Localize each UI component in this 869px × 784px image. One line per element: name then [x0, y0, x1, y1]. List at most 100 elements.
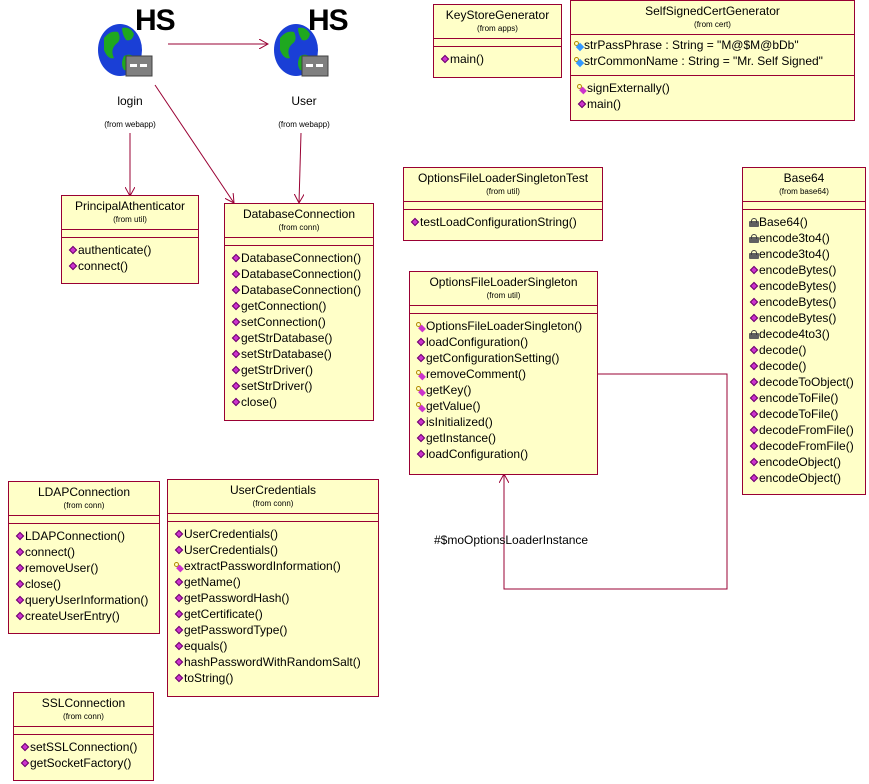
- public-method-icon: [20, 759, 29, 768]
- operation-row[interactable]: encodeObject(): [749, 470, 865, 486]
- class-attributes: strPassPhrase : String = "M@$M@bDb"strCo…: [571, 35, 854, 76]
- class-principalathenticator[interactable]: PrincipalAthenticator(from util)authenti…: [61, 195, 199, 284]
- login-to-dbconn-arrow: [154, 84, 234, 203]
- operation-row[interactable]: removeComment(): [416, 366, 597, 382]
- operation-row[interactable]: loadConfiguration(): [416, 334, 597, 350]
- operation-row[interactable]: decode(): [749, 342, 865, 358]
- operation-row[interactable]: connect(): [68, 258, 198, 274]
- operation-row[interactable]: close(): [231, 394, 373, 410]
- public-method-icon: [749, 266, 758, 275]
- operation-label: LDAPConnection(): [25, 529, 126, 543]
- operation-row[interactable]: setSSLConnection(): [20, 739, 153, 755]
- attribute-row[interactable]: strCommonName : String = "Mr. Self Signe…: [574, 53, 854, 69]
- operation-row[interactable]: getPasswordHash(): [174, 590, 378, 606]
- operation-label: decodeToFile(): [759, 407, 839, 421]
- operation-row[interactable]: encodeToFile(): [749, 390, 865, 406]
- operation-row[interactable]: UserCredentials(): [174, 526, 378, 542]
- operation-row[interactable]: connect(): [15, 544, 159, 560]
- actor-user[interactable]: HS User (from webapp): [200, 0, 400, 140]
- operation-row[interactable]: encodeBytes(): [749, 310, 865, 326]
- operation-row[interactable]: toString(): [174, 670, 378, 686]
- operation-row[interactable]: OptionsFileLoaderSingleton(): [416, 318, 597, 334]
- operation-row[interactable]: signExternally(): [577, 80, 854, 96]
- operation-row[interactable]: Base64(): [749, 214, 865, 230]
- class-keystoregenerator[interactable]: KeyStoreGenerator(from apps)main(): [433, 4, 562, 78]
- operation-row[interactable]: setStrDatabase(): [231, 346, 373, 362]
- operation-row[interactable]: authenticate(): [68, 242, 198, 258]
- operation-row[interactable]: decode4to3(): [749, 326, 865, 342]
- protected-method-icon: [416, 402, 425, 411]
- operation-row[interactable]: getName(): [174, 574, 378, 590]
- class-package: (from cert): [694, 20, 731, 29]
- operation-row[interactable]: getInstance(): [416, 430, 597, 446]
- public-method-icon: [231, 350, 240, 359]
- operation-row[interactable]: main(): [440, 51, 561, 67]
- class-databaseconnection[interactable]: DatabaseConnection(from conn)DatabaseCon…: [224, 203, 374, 421]
- class-selfsignedcertgenerator[interactable]: SelfSignedCertGenerator (from cert) strPas…: [570, 0, 855, 121]
- operation-row[interactable]: getPasswordType(): [174, 622, 378, 638]
- operation-row[interactable]: encodeBytes(): [749, 278, 865, 294]
- operation-row[interactable]: getStrDatabase(): [231, 330, 373, 346]
- operation-label: OptionsFileLoaderSingleton(): [426, 319, 583, 333]
- operation-row[interactable]: main(): [577, 96, 854, 112]
- class-attributes: [9, 516, 159, 524]
- class-operations: DatabaseConnection()DatabaseConnection()…: [225, 246, 373, 410]
- operation-row[interactable]: equals(): [174, 638, 378, 654]
- operation-row[interactable]: DatabaseConnection(): [231, 266, 373, 282]
- operation-row[interactable]: isInitialized(): [416, 414, 597, 430]
- operation-label: getKey(): [426, 383, 472, 397]
- operation-row[interactable]: decodeToFile(): [749, 406, 865, 422]
- operation-row[interactable]: encodeObject(): [749, 454, 865, 470]
- operation-row[interactable]: loadConfiguration(): [416, 446, 597, 462]
- class-usercredentials[interactable]: UserCredentials(from conn)UserCredential…: [167, 479, 379, 697]
- operation-row[interactable]: getStrDriver(): [231, 362, 373, 378]
- public-method-icon: [15, 596, 24, 605]
- class-optionsfileloadersingleton[interactable]: OptionsFileLoaderSingleton(from util)Opt…: [409, 271, 598, 475]
- public-method-icon: [174, 674, 183, 683]
- operation-row[interactable]: getConnection(): [231, 298, 373, 314]
- operation-row[interactable]: decodeFromFile(): [749, 422, 865, 438]
- class-base64[interactable]: Base64(from base64)Base64()encode3to4()e…: [742, 167, 866, 495]
- operation-row[interactable]: setStrDriver(): [231, 378, 373, 394]
- operation-row[interactable]: removeUser(): [15, 560, 159, 576]
- actor-label: User: [291, 94, 317, 108]
- operation-row[interactable]: DatabaseConnection(): [231, 250, 373, 266]
- operation-row[interactable]: decodeFromFile(): [749, 438, 865, 454]
- operation-label: queryUserInformation(): [25, 593, 149, 607]
- operation-row[interactable]: setConnection(): [231, 314, 373, 330]
- operation-row[interactable]: close(): [15, 576, 159, 592]
- operation-row[interactable]: decode(): [749, 358, 865, 374]
- public-method-icon: [231, 398, 240, 407]
- attribute-row[interactable]: strPassPhrase : String = "M@$M@bDb": [574, 37, 854, 53]
- operation-row[interactable]: getKey(): [416, 382, 597, 398]
- operation-row[interactable]: testLoadConfigurationString(): [410, 214, 602, 230]
- public-method-icon: [231, 302, 240, 311]
- operation-row[interactable]: createUserEntry(): [15, 608, 159, 624]
- operation-row[interactable]: getConfigurationSetting(): [416, 350, 597, 366]
- class-ldapconnection[interactable]: LDAPConnection(from conn)LDAPConnection(…: [8, 481, 160, 634]
- operation-row[interactable]: encodeBytes(): [749, 262, 865, 278]
- hs-badge: HS: [308, 4, 349, 37]
- operation-row[interactable]: LDAPConnection(): [15, 528, 159, 544]
- class-operations: LDAPConnection()connect()removeUser()clo…: [9, 524, 159, 624]
- public-method-icon: [174, 594, 183, 603]
- operation-row[interactable]: getCertificate(): [174, 606, 378, 622]
- operation-row[interactable]: encode3to4(): [749, 230, 865, 246]
- operation-row[interactable]: decodeToObject(): [749, 374, 865, 390]
- operation-row[interactable]: queryUserInformation(): [15, 592, 159, 608]
- operation-row[interactable]: getSocketFactory(): [20, 755, 153, 771]
- operation-row[interactable]: encodeBytes(): [749, 294, 865, 310]
- class-optionsfileloadersingletontest[interactable]: OptionsFileLoaderSingletonTest(from util…: [403, 167, 603, 241]
- class-sslconnection[interactable]: SSLConnection(from conn)setSSLConnection…: [13, 692, 154, 781]
- operation-row[interactable]: DatabaseConnection(): [231, 282, 373, 298]
- operation-label: encodeBytes(): [759, 311, 837, 325]
- user-to-dbconn-arrow: [299, 132, 301, 203]
- operation-row[interactable]: hashPasswordWithRandomSalt(): [174, 654, 378, 670]
- class-name: SelfSignedCertGenerator: [645, 4, 780, 18]
- operation-row[interactable]: UserCredentials(): [174, 542, 378, 558]
- operation-row[interactable]: encode3to4(): [749, 246, 865, 262]
- actor-login[interactable]: HS login (from webapp): [0, 0, 200, 140]
- operation-row[interactable]: extractPasswordInformation(): [174, 558, 378, 574]
- operation-label: DatabaseConnection(): [241, 251, 362, 265]
- operation-row[interactable]: getValue(): [416, 398, 597, 414]
